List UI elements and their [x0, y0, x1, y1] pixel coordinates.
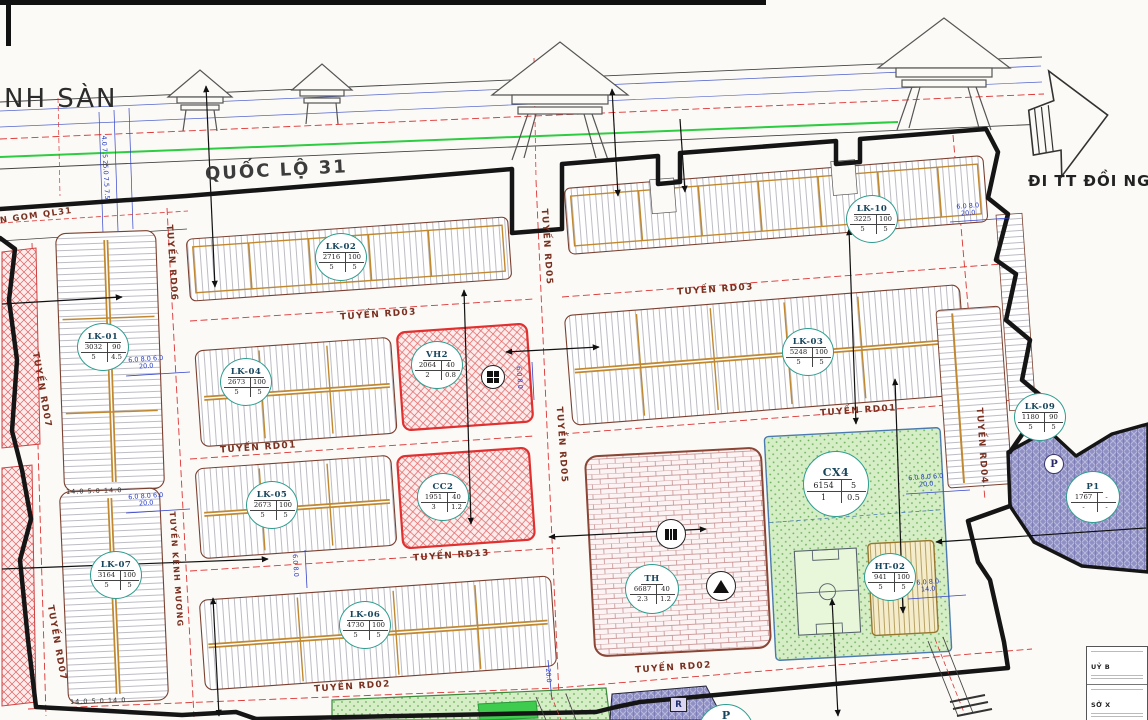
school-building-glyph: [665, 528, 677, 540]
survey-marker-lines: [1, 85, 1147, 717]
approval-title-block: UỶ B SỞ X: [1086, 646, 1148, 720]
block-lk09: [935, 305, 1013, 489]
project-boundary: [0, 126, 1049, 720]
block-lk03: [564, 284, 968, 426]
gate-symbol: [876, 17, 1012, 131]
title-block-row: UỶ B: [1087, 647, 1147, 685]
monument-triangle-glyph: [713, 579, 729, 593]
blocks: [55, 155, 1037, 705]
block-lk10: [563, 155, 989, 255]
title-block-row: SỞ X: [1087, 685, 1147, 720]
gate-symbol: [166, 69, 234, 132]
parcel-label-p1: P1 1767- --: [1066, 471, 1120, 523]
dimension-lines: [125, 217, 1011, 701]
green-utility-line: [0, 121, 899, 158]
monument-triangle-icon: [706, 571, 736, 601]
direction-label-east: ĐI TT ĐỒI NGÔ: [1028, 172, 1148, 190]
gate-symbol: [490, 41, 630, 161]
culture-house-glyph: [487, 371, 499, 383]
dimension-cluster: 6.0 8.0: [290, 553, 301, 578]
refuse-station-icon: R: [670, 697, 687, 712]
south-exit-road: [535, 693, 577, 720]
block-th: [584, 447, 772, 657]
culture-house-icon: [481, 365, 505, 389]
culvert-exit-road: [927, 636, 993, 717]
football-field: [793, 547, 862, 636]
bottom-purple-parcel: [609, 685, 725, 720]
gate-symbol: [290, 63, 354, 125]
parking-icon: P: [1044, 454, 1064, 474]
drawing-frame: [0, 0, 766, 46]
bottom-green-square: [477, 700, 539, 720]
place-label-top-left: NH SÀN: [4, 84, 118, 114]
dimension-cluster: 6.0 8.0: [514, 365, 525, 390]
direction-arrow-east: [1027, 69, 1109, 179]
school-building-icon: [656, 519, 686, 549]
